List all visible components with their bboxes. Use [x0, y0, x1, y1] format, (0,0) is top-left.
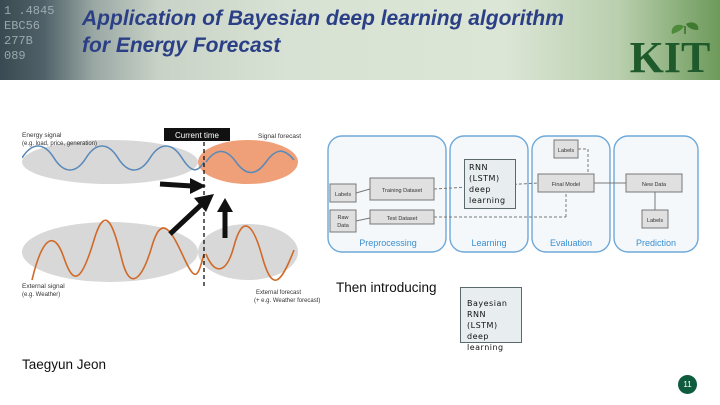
stage-label-evaluation: Evaluation — [550, 238, 592, 248]
header-banner: 1 .4845 EBC56 277B 089 — [0, 0, 720, 80]
slide-title-line-1: Application of Bayesian deep learning al… — [82, 7, 564, 30]
svg-text:Labels: Labels — [647, 218, 663, 224]
stage-label-learning: Learning — [471, 238, 506, 248]
energy-signal-label: Energy signal — [22, 132, 62, 139]
external-forecast-sublabel: (+ e.g. Weather forecast) — [254, 298, 320, 304]
slide-title-line-2: for Energy Forecast — [82, 34, 281, 57]
svg-text:Training Dataset: Training Dataset — [382, 188, 423, 194]
banner-digit-line: 1 .4845 — [4, 4, 55, 18]
svg-text:Final Model: Final Model — [552, 182, 580, 188]
banner-digit-decoration: 1 .4845 EBC56 277B 089 — [0, 0, 94, 80]
svg-text:Raw: Raw — [337, 215, 348, 221]
note-line: Bayesian RNN — [467, 299, 508, 319]
svg-text:Data: Data — [337, 223, 350, 229]
external-signal-label: External signal — [22, 283, 65, 290]
kit-logo: KIT — [630, 22, 711, 76]
external-forecast-label: External forecast — [256, 290, 301, 296]
forecast-signal-line — [205, 150, 295, 174]
external-signal-sublabel: (e.g. Weather) — [22, 292, 60, 298]
signal-forecast-bubble — [198, 140, 298, 184]
page-number-badge: 11 — [678, 375, 697, 394]
energy-signal-bubble — [22, 140, 198, 184]
energy-signal-sublabel: (e.g. load, price, generation) — [22, 141, 97, 147]
note-line: learning — [467, 343, 504, 352]
note-line: learning — [469, 196, 506, 205]
energy-signal-line — [22, 145, 205, 171]
external-signal-bubble — [22, 222, 198, 282]
external-signal-line — [31, 219, 205, 281]
svg-text:Labels: Labels — [335, 192, 351, 198]
banner-digit-line: EBC56 — [4, 19, 41, 33]
current-time-label: Current time — [175, 131, 220, 140]
prediction-panel — [613, 135, 699, 253]
stage-label-prediction: Prediction — [636, 238, 676, 248]
note-line: deep — [469, 185, 491, 194]
current-time-tag — [164, 128, 230, 141]
svg-text:New Data: New Data — [642, 182, 667, 188]
arrow-icon — [159, 178, 206, 194]
note-line: (LSTM) deep — [467, 321, 498, 341]
stage-label-preprocessing: Preprocessing — [359, 238, 417, 248]
banner-digit-line: 277B — [4, 34, 33, 48]
banner-digit-line: 089 — [4, 49, 26, 63]
arrow-icon — [217, 198, 233, 238]
bayesian-rnn-note: Bayesian RNN (LSTM) deep learning — [460, 287, 522, 352]
svg-text:Test Dataset: Test Dataset — [387, 216, 418, 222]
then-introducing-text: Then introducing — [336, 280, 437, 295]
energy-signal-diagram: Current time Energy signal (e.g. load, p… — [22, 128, 324, 306]
svg-text:Labels: Labels — [558, 148, 574, 154]
author-name: Taegyun Jeon — [22, 357, 107, 372]
evaluation-panel — [531, 135, 611, 253]
arrow-icon — [168, 194, 214, 236]
svg-text:KIT: KIT — [630, 33, 711, 76]
external-forecast-bubble — [198, 224, 298, 280]
signal-forecast-label: Signal forecast — [258, 133, 301, 140]
external-forecast-line — [205, 225, 295, 281]
rnn-lstm-note: RNN (LSTM) deep learning — [464, 159, 516, 209]
note-line: (LSTM) — [469, 174, 500, 183]
note-line: RNN — [469, 163, 489, 172]
slide-title: Application of Bayesian deep learning al… — [82, 5, 642, 59]
